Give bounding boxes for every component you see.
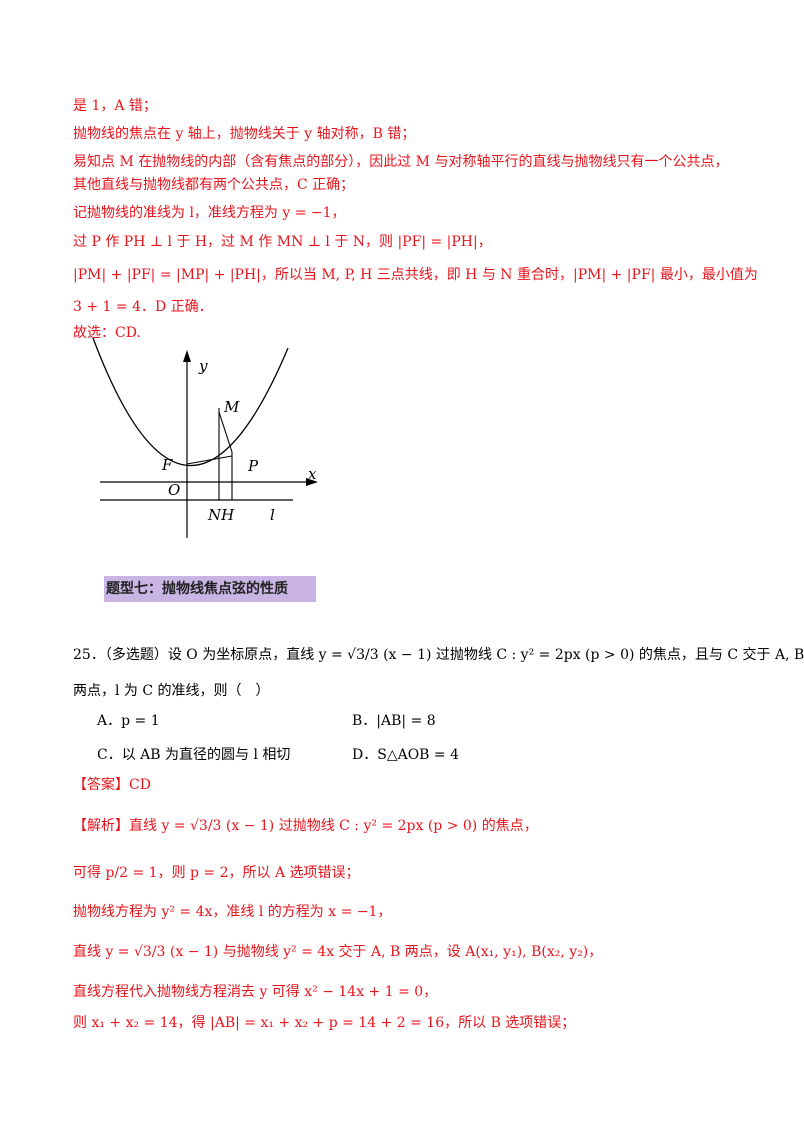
parabola-curve [92, 337, 289, 467]
solution-line-7: |PM| + |PF| = |MP| + |PH|，所以当 M, P, H 三点… [73, 267, 758, 283]
analysis-line-5: 直线方程代入抛物线方程消去 y 可得 x² − 14x + 1 = 0， [73, 984, 438, 1000]
solution-line-8: 3 + 1 = 4．D 正确． [73, 299, 213, 315]
option-C: C．以 AB 为直径的圆与 l 相切 [97, 747, 291, 763]
label-l: l [270, 506, 275, 524]
solution-line-4: 其他直线与抛物线都有两个公共点，C 正确； [73, 177, 355, 193]
question-line-1: 25．（多选题）设 O 为坐标原点，直线 y = √3/3 (x − 1) 过抛… [73, 647, 804, 663]
y-axis-arrow [183, 350, 191, 362]
label-F: F [161, 456, 173, 474]
analysis-line-3: 抛物线方程为 y² = 4x，准线 l 的方程为 x = −1， [73, 904, 392, 920]
label-x: x [308, 465, 317, 483]
label-y: y [198, 357, 208, 375]
analysis-line-4: 直线 y = √3/3 (x − 1) 与抛物线 y² = 4x 交于 A, B… [73, 944, 603, 960]
label-O: O [168, 481, 180, 499]
x-axis-arrow [306, 478, 318, 486]
analysis-line-1: 【解析】直线 y = √3/3 (x − 1) 过抛物线 C : y² = 2p… [73, 818, 538, 834]
solution-line-2: 抛物线的焦点在 y 轴上，抛物线关于 y 轴对称，B 错； [73, 126, 416, 142]
solution-line-9: 故选：CD. [73, 325, 141, 341]
option-D: D．S△AOB = 4 [352, 747, 459, 763]
analysis-line-6: 则 x₁ + x₂ = 14，得 |AB| = x₁ + x₂ + p = 14… [73, 1015, 576, 1031]
option-B: B．|AB| = 8 [352, 713, 436, 729]
solution-line-3: 易知点 M 在抛物线的内部（含有焦点的部分），因此过 M 与对称轴平行的直线与抛… [73, 154, 729, 170]
option-A: A．p = 1 [97, 713, 160, 729]
segment-MP [218, 411, 233, 453]
label-M: M [223, 398, 240, 416]
label-P: P [247, 457, 259, 475]
solution-line-5: 记抛物线的准线为 l，准线方程为 y = −1， [73, 205, 346, 221]
segment-FP [186, 455, 233, 465]
solution-line-6: 过 P 作 PH ⊥ l 于 H，过 M 作 MN ⊥ l 于 N，则 |PF|… [73, 234, 492, 250]
solution-line-1: 是 1，A 错； [73, 98, 157, 114]
question-line-2: 两点，l 为 C 的准线，则（ ） [73, 683, 270, 699]
parabola-figure: y x M F P O NH l [92, 337, 318, 538]
label-NH: NH [207, 506, 235, 524]
analysis-line-2: 可得 p/2 = 1，则 p = 2，所以 A 选项错误； [73, 865, 360, 881]
section-title: 题型七：抛物线焦点弦的性质 [104, 576, 316, 602]
answer-line: 【答案】CD [73, 777, 151, 793]
